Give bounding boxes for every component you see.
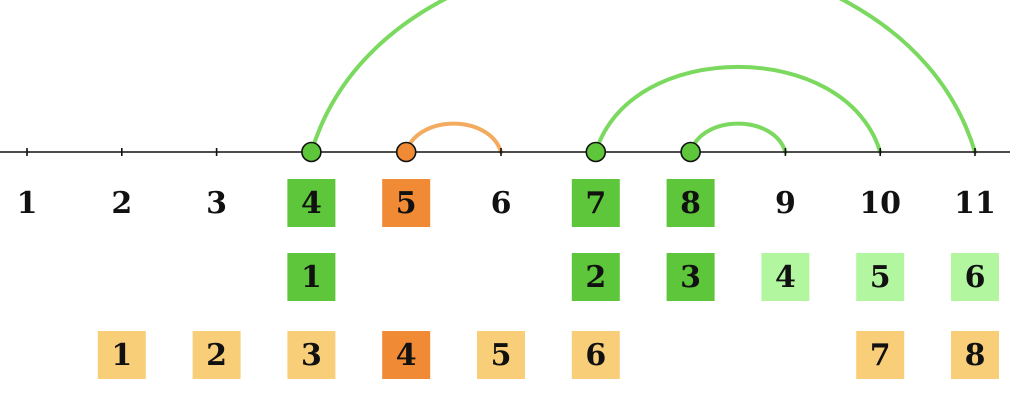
green-row-box-label: 3	[680, 260, 701, 295]
green-row-box-bg	[571, 253, 620, 301]
orange-row-box-label: 3	[301, 338, 322, 373]
green-row-box: 1	[287, 253, 336, 301]
orange-row-box: 4	[382, 331, 431, 379]
green-row-box-bg	[951, 253, 999, 301]
green-row-box: 4	[761, 253, 810, 301]
axis-label: 11	[954, 186, 996, 221]
axis-label: 1	[17, 186, 38, 221]
orange-row-box: 7	[856, 331, 905, 379]
green-row-box: 2	[571, 253, 620, 301]
orange-row-box-label: 6	[585, 338, 606, 373]
axis-marker	[680, 141, 701, 163]
orange-row-box-label: 2	[206, 338, 227, 373]
orange-row-box-bg	[97, 331, 146, 379]
axis-marker	[301, 141, 322, 163]
top-row-box: 5	[382, 179, 431, 227]
green-row-box-bg	[761, 253, 810, 301]
orange-row-box: 3	[287, 331, 336, 379]
green-row-box: 5	[856, 253, 905, 301]
orange-row-box: 8	[951, 331, 999, 379]
orange-row-box: 1	[97, 331, 146, 379]
green-row-box: 6	[951, 253, 999, 301]
top-row-box: 7	[571, 179, 620, 227]
top-row-box-bg	[666, 179, 715, 227]
green-row-box-bg	[666, 253, 715, 301]
orange-row-box-label: 1	[111, 338, 132, 373]
axis-label: 6	[491, 186, 512, 221]
green-row-box-label: 6	[965, 260, 986, 295]
top-row-box-label: 4	[301, 186, 322, 221]
orange-row-box-bg	[287, 331, 336, 379]
orange-row-box-bg	[856, 331, 905, 379]
axis-marker	[395, 141, 417, 163]
orange-row-box: 2	[192, 331, 241, 379]
orange-row-box-bg	[571, 331, 620, 379]
green-row-box-label: 1	[301, 260, 322, 295]
top-row-box-label: 5	[396, 186, 417, 221]
top-row-box: 4	[287, 179, 336, 227]
axis-layer	[0, 148, 1010, 156]
markers-layer	[301, 141, 701, 163]
axis-label: 3	[206, 186, 227, 221]
top-row-box-bg	[382, 179, 431, 227]
connection-arc	[688, 121, 788, 154]
orange-row-box: 6	[571, 331, 620, 379]
orange-row-box-label: 7	[870, 338, 891, 373]
axis-marker	[585, 141, 607, 163]
axis-label: 10	[859, 186, 901, 221]
green-row-box-label: 2	[585, 260, 606, 295]
orange-row-box-bg	[477, 331, 525, 379]
orange-row-box-bg	[192, 331, 241, 379]
orange-row-box-label: 8	[965, 338, 986, 373]
orange-row-box-bg	[951, 331, 999, 379]
connection-arc	[404, 121, 503, 154]
connection-arc	[309, 0, 977, 154]
orange-row-box: 5	[477, 331, 525, 379]
top-row-box-label: 7	[585, 186, 606, 221]
axis-labels: 1 2 3 6 9 10 11	[17, 186, 996, 221]
arcs-layer	[309, 0, 977, 154]
orange-row-box-bg	[382, 331, 431, 379]
green-row-box-label: 4	[775, 260, 796, 295]
top-row-box: 8	[666, 179, 715, 227]
axis-label: 9	[775, 186, 796, 221]
top-row-box-bg	[571, 179, 620, 227]
connection-arc	[593, 64, 883, 154]
top-row-box-label: 8	[680, 186, 701, 221]
orange-row-box-label: 5	[491, 338, 512, 373]
axis-label: 2	[111, 186, 132, 221]
orange-row-box-label: 4	[396, 338, 417, 373]
green-row-box: 3	[666, 253, 715, 301]
boxes-layer: 4 5 7 8 1 2 3 4 5 6 1 2 3 4 5 6 7 8	[97, 179, 999, 379]
green-row-box-label: 5	[870, 260, 891, 295]
green-row-box-bg	[856, 253, 905, 301]
green-row-box-bg	[287, 253, 336, 301]
top-row-box-bg	[287, 179, 336, 227]
